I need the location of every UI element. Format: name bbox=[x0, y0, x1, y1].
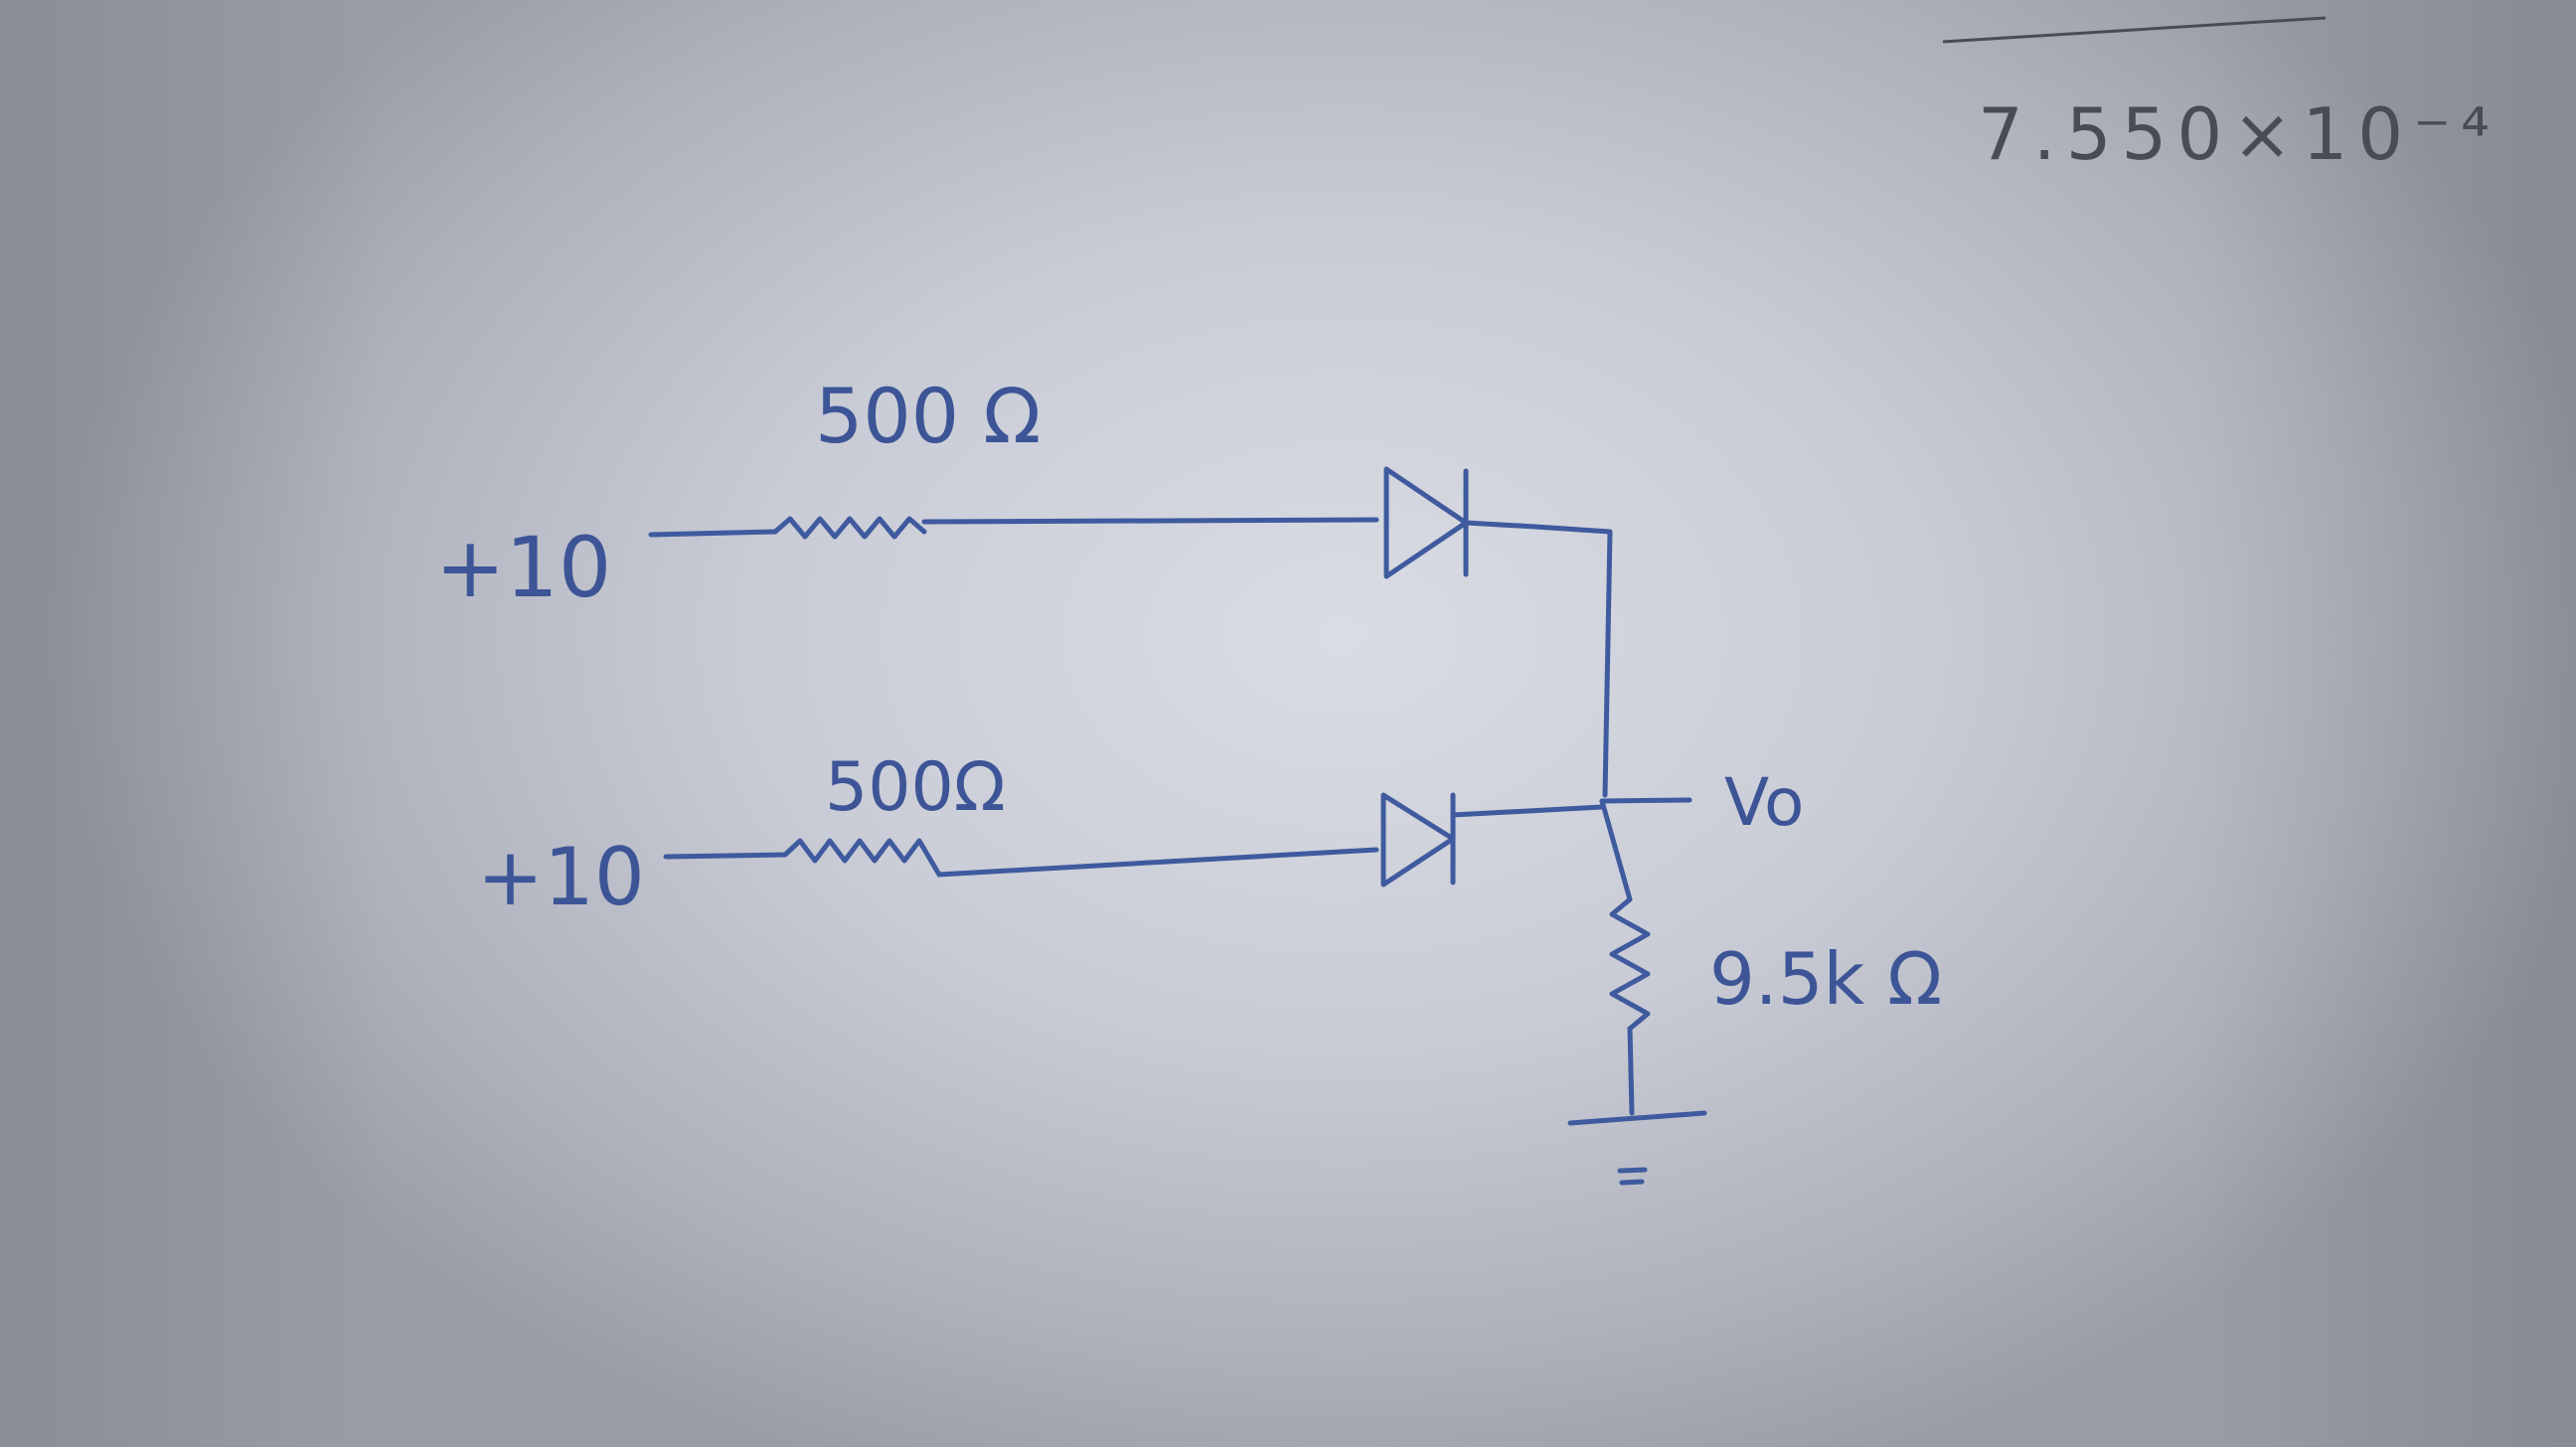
output-label: Vo bbox=[1724, 764, 1804, 841]
top-diode bbox=[1383, 466, 1469, 579]
top-resistor-label: 500 Ω bbox=[815, 372, 1041, 460]
bottom-wire-to-node bbox=[1450, 804, 1605, 818]
ground-symbol bbox=[1567, 1110, 1707, 1186]
top-source-label: +10 bbox=[435, 519, 611, 616]
corner-note: 7.550×10⁻⁴ bbox=[1978, 92, 2499, 176]
bottom-diode bbox=[1380, 792, 1456, 887]
top-resistor bbox=[772, 516, 927, 540]
bottom-resistor-label: 500Ω bbox=[825, 748, 1006, 827]
node-to-load-wire bbox=[1599, 798, 1633, 902]
load-resistor-label: 9.5k Ω bbox=[1709, 937, 1942, 1021]
load-to-ground-wire bbox=[1627, 1026, 1635, 1116]
load-resistor bbox=[1609, 896, 1651, 1032]
bottom-wire-to-diode bbox=[936, 847, 1379, 878]
bottom-resistor bbox=[782, 838, 942, 878]
pencil-rule-line bbox=[1942, 16, 2327, 44]
top-wire-to-diode bbox=[921, 517, 1379, 525]
top-source-wire bbox=[648, 529, 778, 538]
bottom-source-wire bbox=[663, 852, 788, 860]
output-wire bbox=[1599, 797, 1692, 804]
top-wire-to-node bbox=[1463, 520, 1613, 798]
bottom-source-label: +10 bbox=[477, 831, 645, 923]
